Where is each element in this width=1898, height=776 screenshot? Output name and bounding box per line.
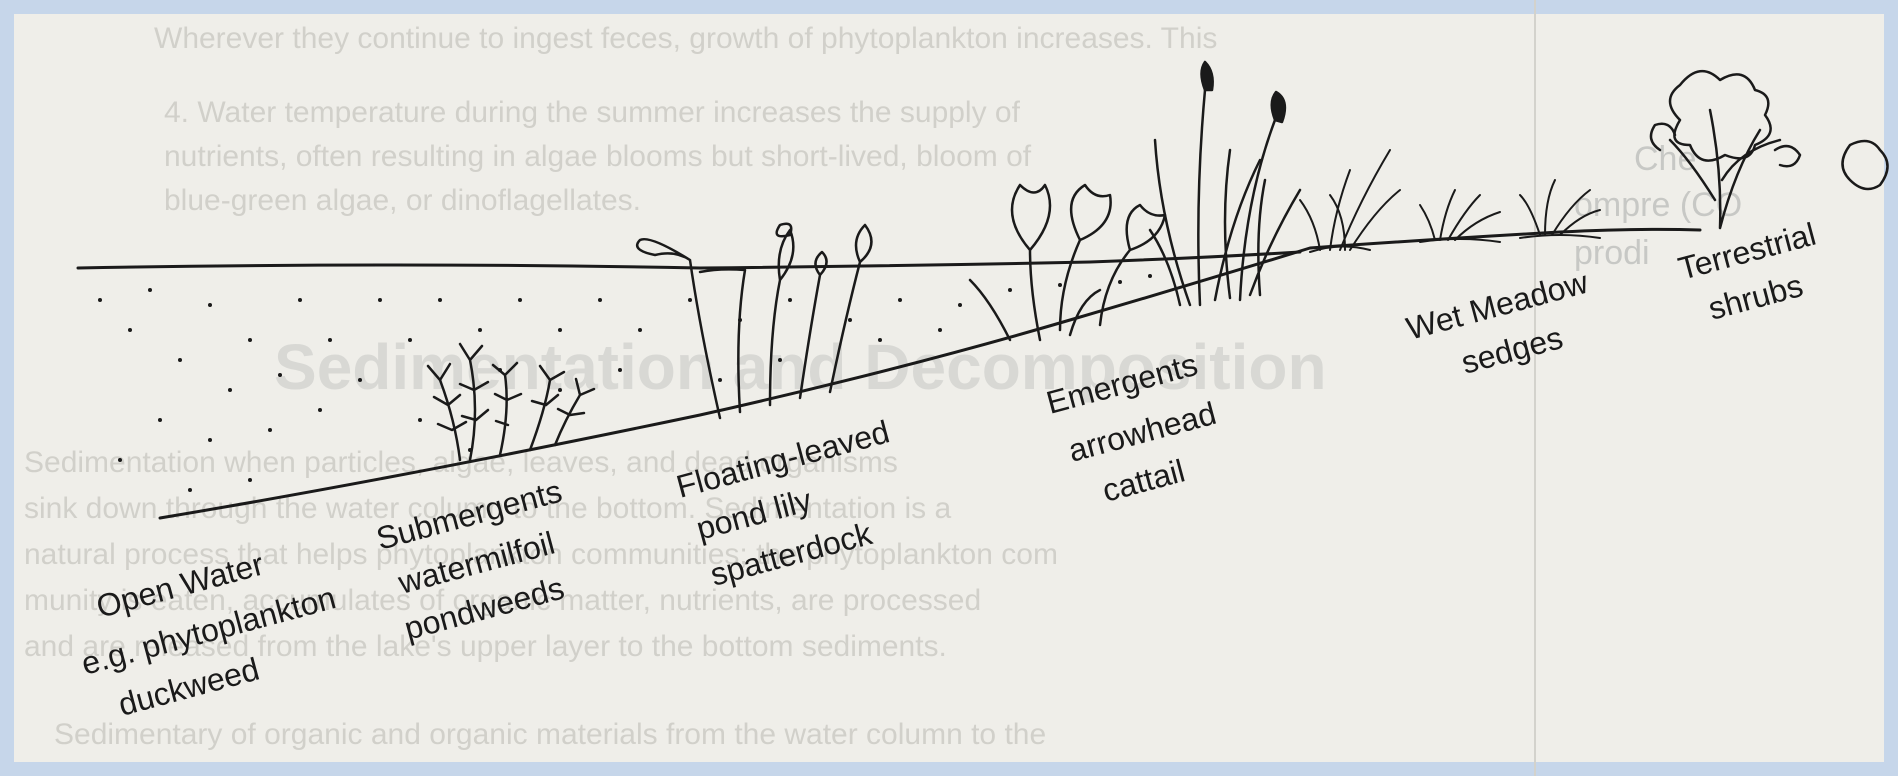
zone-label-floating-leaved: Floating-leaved pond lily spatterdock <box>672 413 893 592</box>
emergents-cattail-label: cattail <box>1098 452 1188 508</box>
zone-label-terrestrial: Terrestrial shrubs <box>1674 216 1819 327</box>
zone-label-wet-meadow: Wet Meadow sedges <box>1402 264 1592 381</box>
sedge-plants <box>1300 150 1600 252</box>
zone-label-emergents: Emergents arrowhead cattail <box>1042 346 1219 509</box>
water-stipple <box>98 274 1152 492</box>
cattail-plants <box>1150 62 1300 305</box>
shrub-plants <box>1651 71 1888 228</box>
zone-label-open-water: Open Water e.g. phytoplankton duckweed <box>77 546 339 723</box>
zone-label-submergents: Submergents watermilfoil pondweeds <box>372 473 567 647</box>
floating-leaved-plants <box>637 224 871 418</box>
